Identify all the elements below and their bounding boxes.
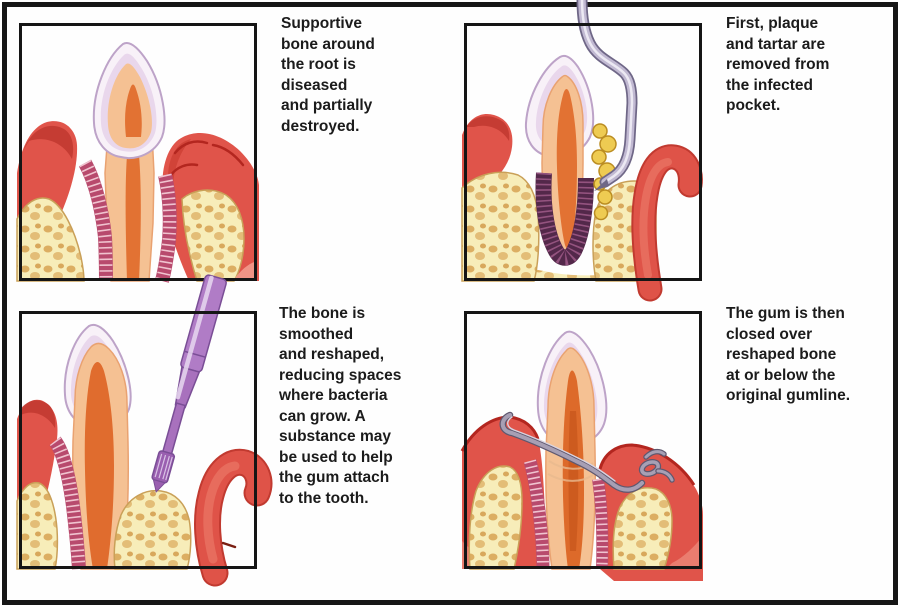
panel-border	[19, 23, 257, 281]
illustration-plaque-removal	[461, 0, 703, 302]
periodontal-ligament	[535, 172, 594, 266]
left-bone	[461, 171, 540, 282]
left-ligament	[49, 436, 86, 570]
tooth	[524, 54, 595, 260]
tartar-deposits	[591, 123, 617, 221]
panel-border	[19, 311, 257, 569]
suture-thread	[499, 411, 675, 493]
right-ligament	[592, 478, 609, 570]
panel-border	[464, 311, 702, 569]
caption-plaque-removal: First, plaque and tartar are removed fro…	[726, 15, 830, 114]
left-bone	[468, 465, 523, 570]
caption-gum-closure: The gum is then closed over reshaped bon…	[726, 305, 851, 404]
gum-flap-open	[194, 448, 273, 587]
right-ligament	[155, 173, 177, 283]
illustration-diseased-bone	[16, 23, 259, 283]
right-bone	[181, 189, 257, 282]
caption-diseased-bone: Supportive bone around the root is disea…	[281, 15, 375, 135]
bone-mound	[113, 489, 192, 570]
left-ligament	[523, 459, 550, 570]
tooth	[536, 330, 608, 570]
right-bone	[612, 487, 673, 570]
tooth	[92, 42, 166, 282]
scaler-tool	[576, 0, 638, 191]
rotary-bur-tool	[151, 274, 227, 493]
illustration-bone-reshaping	[16, 274, 273, 587]
left-bone	[16, 481, 59, 570]
panel-border	[464, 23, 702, 281]
left-ligament	[78, 159, 113, 282]
gum-flap-open	[631, 144, 703, 302]
tooth	[63, 323, 132, 570]
caption-bone-reshaping: The bone is smoothed and reshaped, reduc…	[279, 305, 402, 507]
illustration-gum-closure	[460, 311, 703, 581]
left-bone	[16, 197, 85, 282]
